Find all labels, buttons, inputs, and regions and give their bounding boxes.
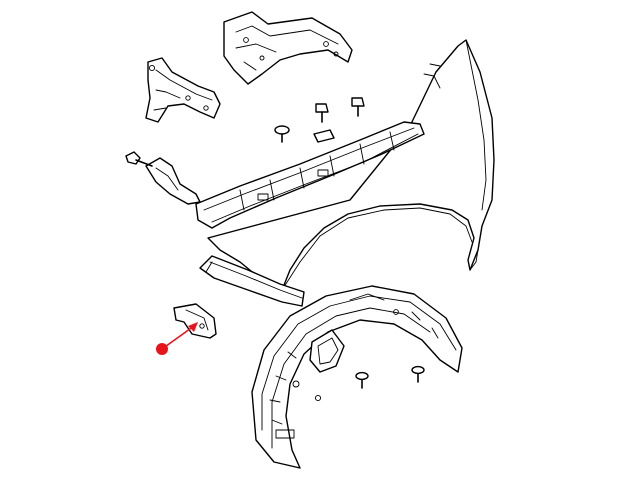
callout-marker-dot: [156, 343, 168, 355]
fastener-clip: [313, 129, 335, 143]
fastener-bolt: [125, 151, 153, 167]
fastener-push-pin: [274, 125, 290, 143]
fastener-bolt: [315, 103, 329, 123]
fastener-push-pin: [355, 371, 369, 389]
upper-rail-bracket: [223, 11, 353, 85]
shield-bracket: [173, 303, 217, 339]
fender-panel: [207, 39, 495, 291]
fender-support-rail: [195, 121, 425, 229]
lower-reinforcement: [199, 255, 305, 307]
fastener-bolt: [351, 97, 365, 117]
callout-pointer: [156, 322, 198, 355]
cowl-side-bracket: [145, 57, 221, 123]
wheelhouse-liner: [251, 285, 463, 469]
fastener-push-pin: [411, 365, 425, 383]
side-bracket: [145, 157, 201, 205]
